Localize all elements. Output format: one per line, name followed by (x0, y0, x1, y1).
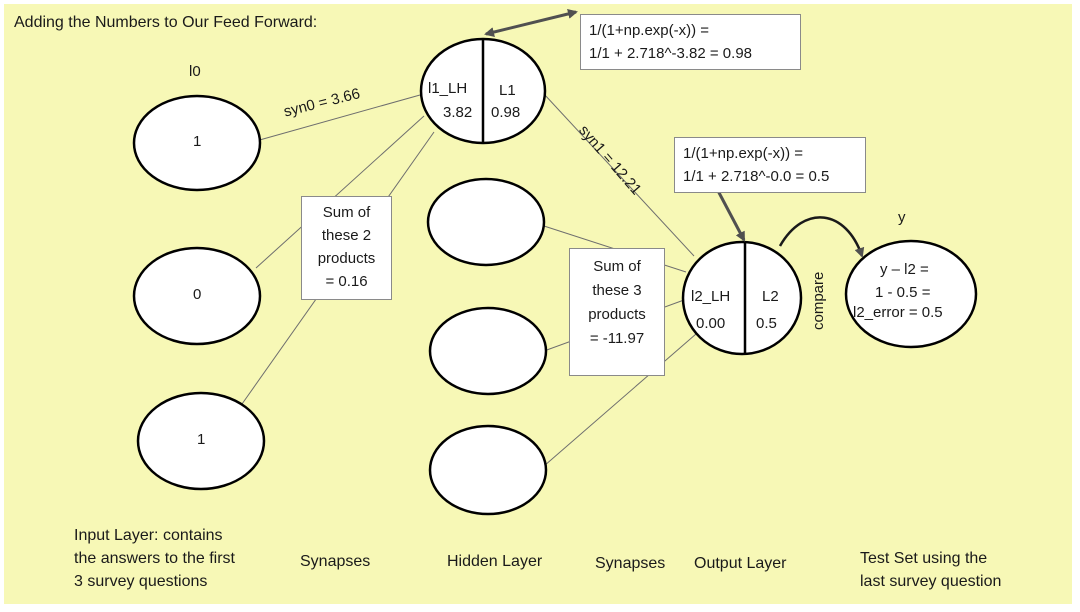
test-node-line-3: l2_error = 0.5 (853, 304, 943, 321)
input-node-3 (136, 391, 266, 491)
output-node-left-label: l2_LH (691, 288, 731, 305)
input-layer-label: l0 (189, 63, 201, 80)
hidden-node-1-right-value: 0.98 (491, 104, 521, 121)
input-node-2-value: 0 (193, 286, 202, 303)
sum-output-line-2: these 3 (592, 282, 642, 299)
caption-input-line-1: Input Layer: contains (74, 527, 223, 544)
sum-hidden-box: Sum of these 2 products = 0.16 (301, 196, 392, 300)
caption-synapses-2: Synapses (595, 555, 666, 572)
sigmoid-output-line-2: 1/1 + 2.718^-0.0 = 0.5 (683, 168, 830, 185)
input-node-2 (132, 246, 262, 346)
sigmoid-output-line-1: 1/(1+np.exp(-x)) = (683, 145, 804, 162)
caption-input-line-3: 3 survey questions (74, 573, 208, 590)
hidden-node-1-right-label: L1 (499, 82, 516, 99)
arrow-sigmoid-output (714, 186, 746, 242)
sigmoid-hidden-line-1: 1/(1+np.exp(-x)) = (589, 22, 710, 39)
caption-test-line-2: last survey question (860, 573, 1002, 590)
output-node-left-value: 0.00 (696, 315, 726, 332)
sum-hidden-line-3: products (317, 250, 376, 267)
sigmoid-hidden-line-2: 1/1 + 2.718^-3.82 = 0.98 (589, 45, 753, 62)
sum-output-box: Sum of these 3 products = -11.97 (569, 248, 665, 376)
input-node-3-value: 1 (197, 431, 206, 448)
sum-output-line-4: = -11.97 (589, 330, 645, 347)
output-node (681, 240, 803, 356)
output-node-right-label: L2 (762, 288, 779, 305)
caption-input-layer: Input Layer: contains the answers to the… (74, 524, 235, 593)
compare-label: compare (810, 271, 827, 330)
sum-hidden-line-4: = 0.16 (325, 273, 368, 290)
caption-hidden-layer: Hidden Layer (447, 553, 543, 570)
arrow-sigmoid-hidden (484, 9, 578, 37)
hidden-node-1-left-label: l1_LH (428, 80, 468, 97)
hidden-node-2 (426, 177, 546, 267)
sum-hidden-line-2: these 2 (321, 227, 372, 244)
test-node-line-1: y – l2 = (880, 261, 929, 278)
caption-synapses-1: Synapses (300, 553, 371, 570)
caption-test-line-1: Test Set using the (860, 550, 988, 567)
diagram-canvas: Adding the Numbers to Our Feed Forward: … (4, 4, 1072, 604)
sigmoid-hidden-box: 1/(1+np.exp(-x)) = 1/1 + 2.718^-3.82 = 0… (580, 14, 801, 70)
sum-output-line-3: products (588, 306, 646, 323)
diagram-title: Adding the Numbers to Our Feed Forward: (14, 14, 318, 31)
hidden-node-4 (428, 424, 548, 516)
edge-input2-hidden1 (255, 115, 425, 269)
caption-output-layer: Output Layer (694, 555, 787, 572)
input-node-1 (132, 94, 262, 192)
hidden-node-1-left-value: 3.82 (443, 104, 473, 121)
test-node-line-2: 1 - 0.5 = (875, 284, 931, 301)
network-graphics (132, 9, 978, 516)
sigmoid-output-box: 1/(1+np.exp(-x)) = 1/1 + 2.718^-0.0 = 0.… (674, 137, 866, 193)
edge-syn0-input1-hidden1 (255, 94, 421, 142)
sum-hidden-line-1: Sum of (322, 204, 371, 221)
test-node-label: y (898, 209, 906, 226)
edge-syn1-hidden1-output (543, 93, 695, 257)
arrow-compare (778, 216, 865, 258)
hidden-node-3 (428, 306, 548, 396)
output-node-right-value: 0.5 (756, 315, 777, 332)
input-node-1-value: 1 (193, 133, 202, 150)
caption-test-set: Test Set using the last survey question (860, 547, 1001, 593)
test-node (844, 239, 978, 349)
caption-input-line-2: the answers to the first (74, 550, 235, 567)
sum-output-line-1: Sum of (593, 258, 641, 275)
edge-hidden4-output (543, 333, 697, 467)
